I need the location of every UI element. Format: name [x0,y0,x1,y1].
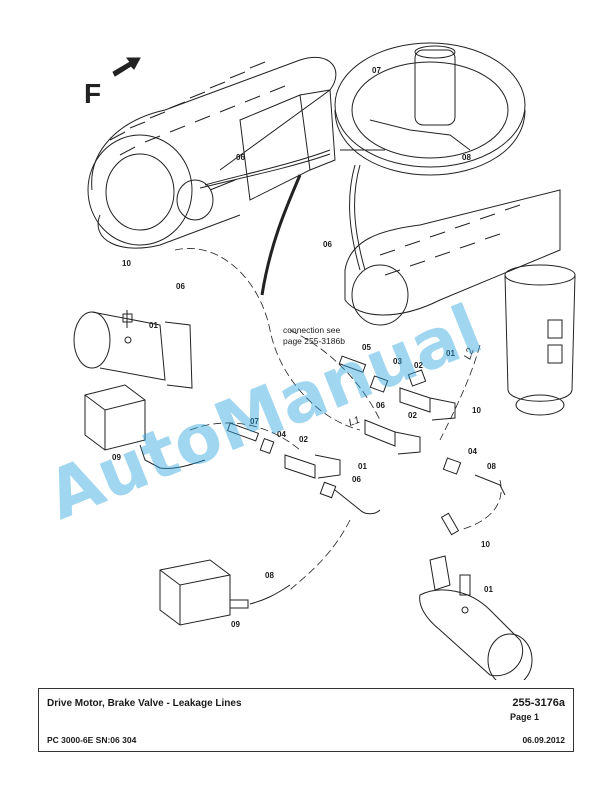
callout-06-left: 06 [236,153,245,162]
callout-04-right: 04 [468,447,477,456]
drawing-title: Drive Motor, Brake Valve - Leakage Lines [47,698,242,709]
callout-02-upper: 02 [414,361,423,370]
callout-01-upper: 01 [446,349,455,358]
connection-note-line1: connection see [283,325,340,335]
swing-ring [334,42,526,176]
callout-02-middle: 02 [408,411,417,420]
callout-10-lower: 10 [481,540,490,549]
callout-01-left: 01 [149,321,158,330]
callout-04-left: 04 [277,430,286,439]
right-crawler-track [344,189,561,326]
callout-08-lower: 08 [265,571,274,580]
callout-10-left: 10 [122,259,131,268]
parts-diagram: 07 08 06 06 10 06 01 05 03 02 01 06 10 0… [37,42,576,680]
page-number: Page 1 [510,712,540,722]
callout-01-center: 01 [358,462,367,471]
lower-brake-valve [159,559,291,626]
callout-09-lower: 09 [231,620,240,629]
direction-letter: F [84,78,101,109]
callout-08-top: 08 [462,153,471,162]
callout-06-lower: 06 [352,475,361,484]
document-number: 255-3176a [512,697,565,709]
callout-02-lower: 02 [299,435,308,444]
left-crawler-track [87,56,337,249]
callout-03: 03 [393,357,402,366]
callout-05: 05 [362,343,371,352]
revision-date: 06.09.2012 [522,735,565,745]
callout-06-middle: 06 [323,240,332,249]
callout-01-lower: 01 [484,585,493,594]
callout-08-right: 08 [487,462,496,471]
right-drive-motor [419,555,533,680]
connection-note-line2: page 255-3186b [283,336,345,346]
title-block: Drive Motor, Brake Valve - Leakage Lines… [38,688,574,752]
rotary-joint [504,264,576,416]
fittings-group [226,355,506,536]
callout-09-left: 09 [112,453,121,462]
direction-arrow-icon [112,57,141,77]
callout-10-right: 10 [472,406,481,415]
line-label-l1: L1 [347,415,361,429]
callout-06-center: 06 [376,401,385,410]
callout-07-top: 07 [372,66,381,75]
machine-model: PC 3000-6E SN:06 304 [47,735,137,745]
left-brake-valve [84,384,206,469]
callout-07-lower: 07 [250,417,259,426]
left-drive-motor [73,310,193,389]
callout-06-hose: 06 [176,282,185,291]
line-label-l2: L2 [462,346,476,361]
